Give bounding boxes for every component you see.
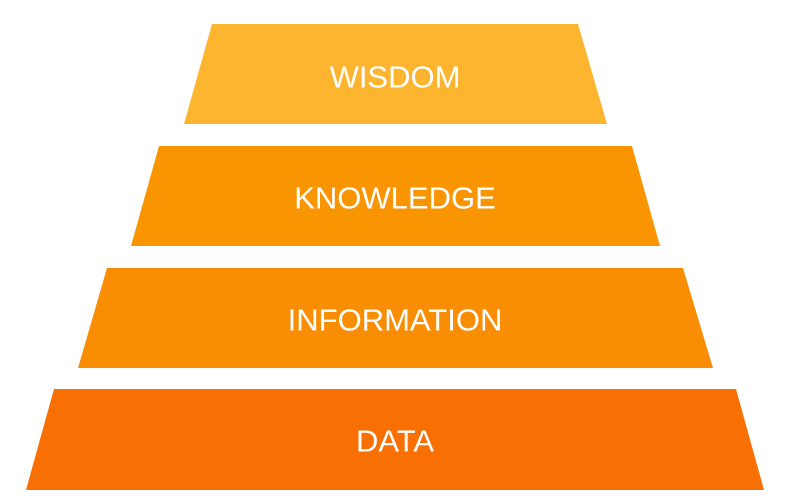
tier-wisdom-shape bbox=[184, 24, 607, 124]
tier-information-shape bbox=[78, 268, 713, 368]
tier-wisdom-label: WISDOM bbox=[330, 60, 461, 95]
tier-knowledge-shape bbox=[131, 146, 660, 246]
tier-wisdom: WISDOM bbox=[184, 24, 607, 124]
tier-information: INFORMATION bbox=[78, 268, 713, 368]
tier-information-label: INFORMATION bbox=[288, 303, 503, 338]
tier-data-shape bbox=[26, 389, 764, 490]
tier-data: DATA bbox=[26, 389, 764, 490]
tier-data-label: DATA bbox=[356, 424, 434, 459]
tier-knowledge: KNOWLEDGE bbox=[131, 146, 660, 246]
tier-knowledge-label: KNOWLEDGE bbox=[294, 181, 496, 216]
